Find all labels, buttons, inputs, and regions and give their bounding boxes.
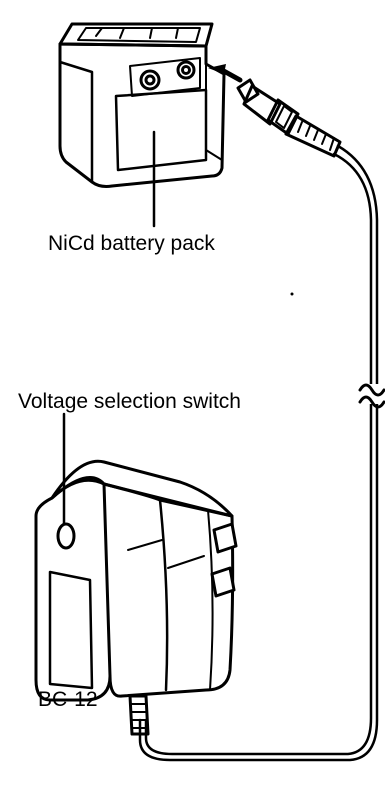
battery-pack xyxy=(58,22,226,188)
speck xyxy=(290,292,294,296)
wall-charger xyxy=(34,459,238,736)
cable-break-mark xyxy=(358,383,385,409)
dc-plug xyxy=(236,78,342,158)
insert-arrow xyxy=(208,64,243,83)
charger-cable xyxy=(138,144,379,762)
switch-label: Voltage selection switch xyxy=(18,390,241,413)
battery-label: NiCd battery pack xyxy=(48,232,215,255)
